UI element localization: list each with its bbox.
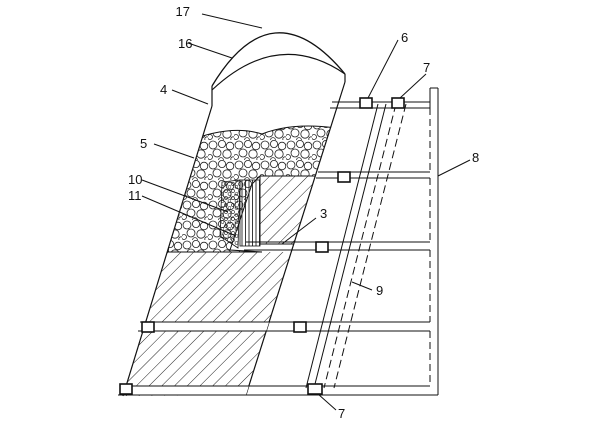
marker-level4-left [141, 321, 155, 333]
label-8: 8 [472, 150, 479, 165]
label-7-bottom: 7 [338, 406, 345, 421]
marker-6 [359, 97, 373, 109]
ore-block [259, 175, 341, 245]
dome-inner-arc [211, 53, 346, 91]
label-7-top: 7 [423, 60, 430, 75]
marker-7-top [391, 97, 405, 109]
inclined-raise-dashed [323, 103, 407, 389]
dome-outer-arc [211, 32, 346, 87]
marker-7-bottom [307, 383, 323, 395]
marker-level3 [315, 241, 329, 253]
right-frame [429, 87, 439, 396]
vertical-line-band [239, 179, 261, 247]
label-6: 6 [401, 30, 408, 45]
gap-strip-2 [123, 386, 345, 395]
label-16: 16 [178, 36, 192, 51]
markers [119, 97, 405, 395]
label-4: 4 [160, 82, 167, 97]
label-11: 11 [128, 188, 142, 203]
leader-lines [141, 13, 471, 411]
gap-strip-1 [123, 322, 345, 331]
marker-level2 [337, 171, 351, 183]
label-3: 3 [320, 206, 327, 221]
inclined-raise [305, 103, 387, 389]
marker-level4-right [293, 321, 307, 333]
broken-rock-mass [167, 125, 337, 253]
label-17: 17 [176, 4, 190, 19]
label-10: 10 [128, 172, 142, 187]
label-5: 5 [140, 136, 147, 151]
label-9: 9 [376, 283, 383, 298]
fine-ore-zone [219, 179, 241, 249]
marker-level5-left [119, 383, 133, 395]
level-drifts [118, 101, 430, 396]
